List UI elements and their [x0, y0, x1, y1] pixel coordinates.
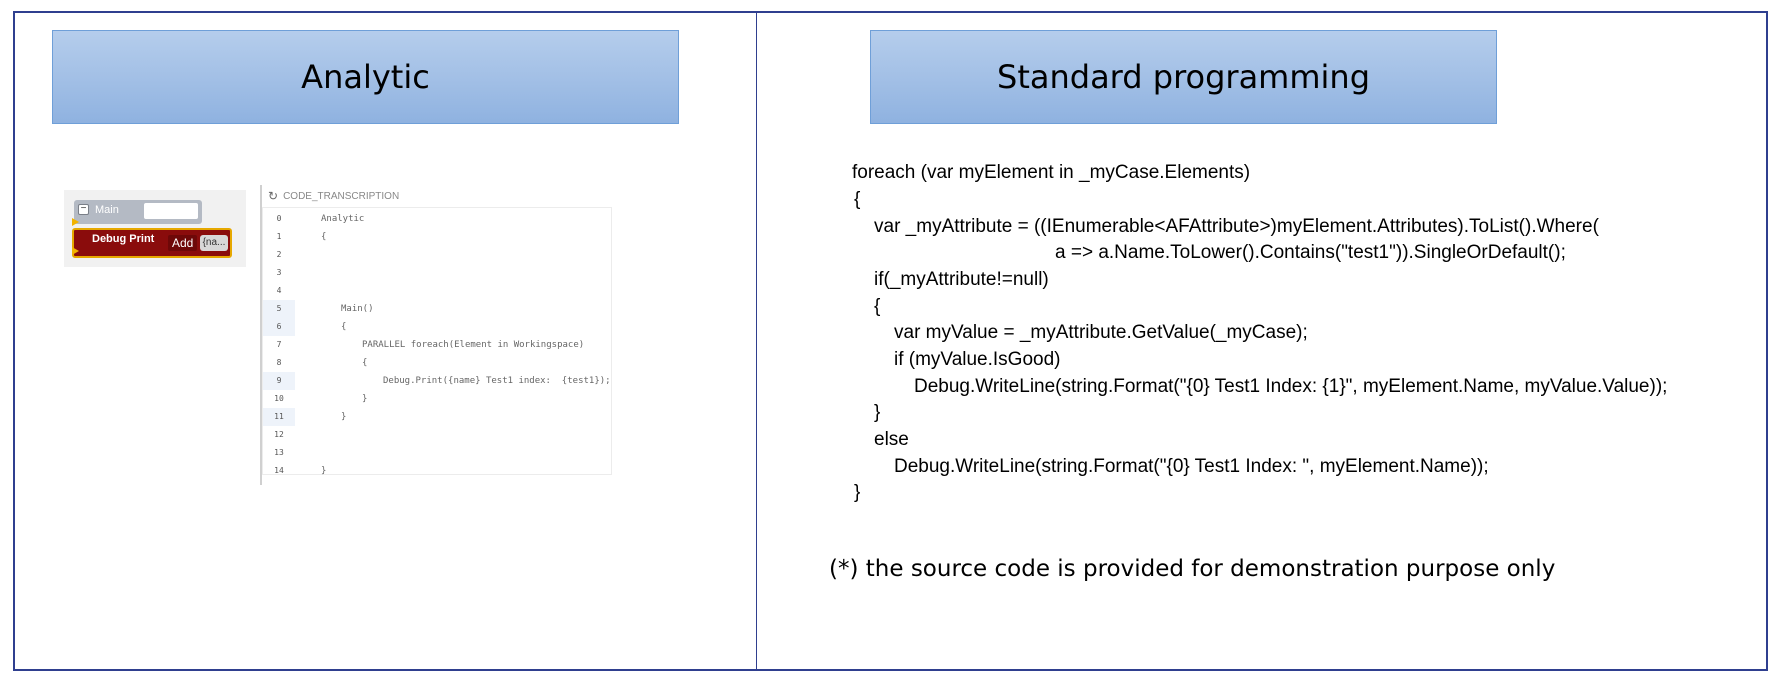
code-transcription-title: CODE_TRANSCRIPTION	[283, 190, 400, 202]
code-line: }	[854, 482, 861, 503]
code-line: if (myValue.IsGood)	[894, 349, 1061, 370]
refresh-icon[interactable]: ↻	[268, 189, 279, 203]
add-button[interactable]: Add	[168, 235, 198, 251]
code-line: {	[874, 296, 881, 317]
panel-border	[260, 185, 262, 485]
analytic-title: Analytic	[301, 58, 430, 96]
code-line: 4	[276, 286, 282, 295]
analytic-header: Analytic	[52, 30, 679, 124]
debug-print-label: Debug Print	[92, 233, 155, 245]
code-line: 12	[274, 430, 284, 439]
name-chip[interactable]: {na...	[200, 235, 228, 251]
code-line: 10}	[274, 394, 368, 404]
code-line: 13	[274, 448, 284, 457]
code-line: 6{	[263, 318, 611, 336]
main-block-input[interactable]	[144, 203, 198, 219]
column-divider	[756, 11, 757, 671]
connector-flag-icon	[72, 218, 79, 226]
debug-print-block[interactable]: Debug Print Add {na...	[72, 228, 232, 258]
code-line: 8{	[276, 358, 368, 368]
slide-frame	[13, 11, 1768, 671]
main-block-label: Main	[95, 204, 119, 216]
connector-flag-icon	[72, 247, 79, 255]
code-line: {	[854, 189, 861, 210]
code-line: }	[874, 402, 881, 423]
code-line: a => a.Name.ToLower().Contains("test1"))…	[1055, 242, 1566, 263]
footnote: (*) the source code is provided for demo…	[829, 556, 1556, 582]
standard-programming-header: Standard programming	[870, 30, 1497, 124]
code-line: 3	[276, 268, 282, 277]
code-line: 14}	[274, 466, 327, 476]
code-line: Debug.WriteLine(string.Format("{0} Test1…	[894, 456, 1489, 477]
code-line: Debug.WriteLine(string.Format("{0} Test1…	[914, 376, 1668, 397]
code-line: foreach (var myElement in _myCase.Elemen…	[852, 162, 1251, 183]
code-line: else	[874, 429, 909, 450]
code-line: if(_myAttribute!=null)	[874, 269, 1049, 290]
code-transcription-header: ↻ CODE_TRANSCRIPTION	[268, 189, 399, 203]
code-line: var _myAttribute = ((IEnumerable<AFAttri…	[874, 216, 1599, 237]
collapse-icon[interactable]: −	[78, 204, 89, 215]
code-line: var myValue = _myAttribute.GetValue(_myC…	[894, 322, 1308, 343]
analytic-blocks: − Main Debug Print Add {na...	[64, 190, 246, 267]
code-line: 1{	[276, 232, 327, 242]
code-line: 11}	[263, 408, 611, 426]
main-block[interactable]: − Main	[74, 200, 202, 224]
standard-programming-title: Standard programming	[997, 58, 1370, 96]
code-line: 2	[276, 250, 282, 259]
